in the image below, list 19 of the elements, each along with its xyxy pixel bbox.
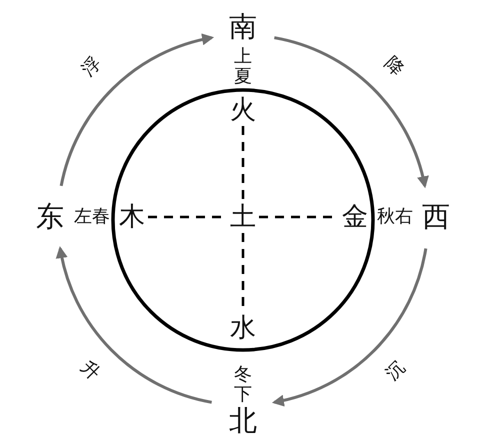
curved-arrow <box>274 36 428 188</box>
curved-arrow <box>60 34 214 186</box>
dashed-line <box>242 126 244 201</box>
beside-label: 左春 <box>74 208 110 226</box>
element-label: 金 <box>342 204 368 230</box>
edge-label: 沉 <box>383 358 409 384</box>
beside-label: 秋右 <box>377 208 413 226</box>
element-label: 木 <box>119 204 145 230</box>
direction-label: 北 <box>229 407 257 435</box>
direction-label: 东 <box>36 203 64 231</box>
element-label: 土 <box>230 204 256 230</box>
element-label: 水 <box>230 315 256 341</box>
element-label: 火 <box>230 97 256 123</box>
direction-label: 西 <box>422 203 450 231</box>
curved-arrow <box>56 246 212 404</box>
beside-label: 冬下 <box>234 365 252 405</box>
beside-label: 上夏 <box>234 47 252 87</box>
curved-arrow <box>272 248 428 406</box>
direction-label: 南 <box>229 13 257 41</box>
